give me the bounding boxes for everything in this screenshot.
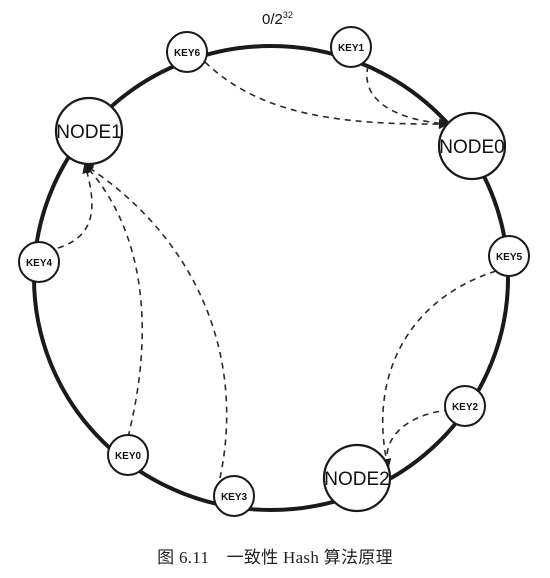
mapping-link-key6-to-node0 bbox=[204, 61, 449, 130]
mapping-link-key3-to-node1 bbox=[83, 163, 228, 479]
key-4-circle bbox=[18, 241, 60, 283]
node-2-label: NODE2 bbox=[324, 469, 389, 490]
ring-origin-label: 0/232 bbox=[262, 10, 293, 28]
node-2-circle bbox=[322, 443, 392, 513]
node-0-circle bbox=[437, 111, 507, 181]
key-1: KEY1 bbox=[330, 26, 372, 68]
figure-caption: 图 6.11 一致性 Hash 算法原理 bbox=[157, 548, 393, 567]
mapping-link-key4-to-node1 bbox=[57, 163, 93, 249]
mapping-link-key1-to-node0 bbox=[366, 65, 449, 129]
ring-origin-exponent: 32 bbox=[283, 10, 293, 20]
key-1-label: KEY1 bbox=[338, 43, 365, 54]
mapping-link-key5-to-node2 bbox=[381, 270, 497, 469]
key-5: KEY5 bbox=[488, 235, 530, 277]
node-1: NODE1 bbox=[54, 96, 124, 166]
key-6-label: KEY6 bbox=[174, 48, 201, 59]
key-0-label: KEY0 bbox=[115, 451, 142, 462]
key-4-label: KEY4 bbox=[26, 258, 53, 269]
key-2-label: KEY2 bbox=[452, 402, 479, 413]
key-2: KEY2 bbox=[444, 385, 486, 427]
key-3: KEY3 bbox=[213, 475, 255, 517]
node-1-label: NODE1 bbox=[56, 122, 121, 143]
key-0: KEY0 bbox=[107, 434, 149, 476]
key-6-circle bbox=[166, 31, 208, 73]
key-2-circle bbox=[444, 385, 486, 427]
key-6: KEY6 bbox=[166, 31, 208, 73]
node-1-circle bbox=[54, 96, 124, 166]
key-4: KEY4 bbox=[18, 241, 60, 283]
node-2: NODE2 bbox=[322, 443, 392, 513]
mapping-link-key0-to-node1 bbox=[83, 163, 143, 438]
mapping-link-key2-to-node2 bbox=[381, 409, 451, 469]
key-5-circle bbox=[488, 235, 530, 277]
node-0: NODE0 bbox=[437, 111, 507, 181]
key-5-label: KEY5 bbox=[496, 252, 523, 263]
key-0-circle bbox=[107, 434, 149, 476]
key-3-label: KEY3 bbox=[221, 492, 248, 503]
key-3-circle bbox=[213, 475, 255, 517]
node-0-label: NODE0 bbox=[439, 137, 504, 158]
ring-origin-base: 0/2 bbox=[262, 11, 283, 28]
key-1-circle bbox=[330, 26, 372, 68]
